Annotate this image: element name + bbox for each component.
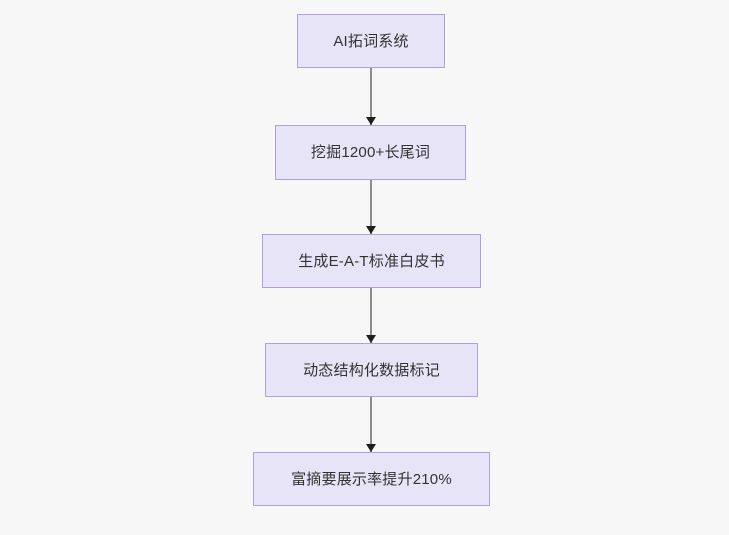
flowchart-node-structured-data-markup[interactable]: 动态结构化数据标记 — [265, 343, 478, 397]
flowchart-node-rich-snippet-result[interactable]: 富摘要展示率提升210% — [253, 452, 490, 506]
edge-n1-n2 — [366, 68, 376, 125]
flowchart-node-eat-whitepaper[interactable]: 生成E-A-T标准白皮书 — [262, 234, 481, 288]
flowchart-node-ai-keyword-system[interactable]: AI拓词系统 — [297, 14, 445, 68]
arrowhead-icon — [366, 335, 376, 343]
node-label: 富摘要展示率提升210% — [291, 470, 452, 488]
node-label: 生成E-A-T标准白皮书 — [298, 252, 445, 270]
edge-n4-n5 — [366, 397, 376, 452]
flowchart-node-longtail-mining[interactable]: 挖掘1200+长尾词 — [275, 125, 466, 180]
edge-line — [370, 180, 372, 234]
node-label: 挖掘1200+长尾词 — [310, 144, 431, 161]
edge-line — [370, 68, 372, 125]
node-label: 动态结构化数据标记 — [303, 361, 440, 379]
arrowhead-icon — [366, 117, 376, 125]
arrowhead-icon — [366, 444, 376, 452]
edge-n2-n3 — [366, 180, 376, 234]
edge-line — [370, 288, 372, 343]
edge-line — [370, 397, 372, 452]
edge-n3-n4 — [366, 288, 376, 343]
arrowhead-icon — [366, 226, 376, 234]
node-label: AI拓词系统 — [333, 32, 409, 50]
